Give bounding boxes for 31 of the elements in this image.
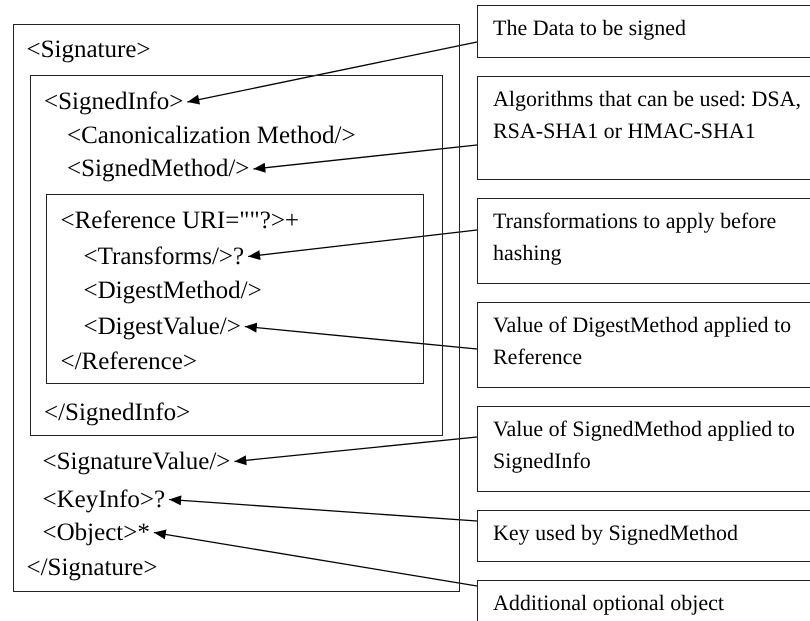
callout-box: Algorithms that can be used: DSA, RSA-SHA1 or HMAC-SHA1 <box>477 76 810 180</box>
xml-tag-text: </Reference> <box>60 346 197 376</box>
xml-tag-text: <SignedMethod/> <box>67 152 254 186</box>
xml-tag-text: <SignatureValue/> <box>42 444 234 478</box>
xml-tag-text: <KeyInfo>? <box>42 482 170 516</box>
leader-arrow <box>248 229 478 260</box>
xml-tag-text: <Reference URI=""?>+ <box>60 206 300 236</box>
signature-box <box>13 24 460 592</box>
callout-box: Transformations to apply before hashing <box>477 198 810 284</box>
xml-tag-text: <Canonicalization Method/> <box>67 121 356 151</box>
callout-box: Additional optional object <box>477 580 810 621</box>
signed-info-box <box>30 74 442 436</box>
xml-tag-text: <Object>* <box>42 516 154 550</box>
xml-tag-text: </Signature> <box>26 552 158 582</box>
callout-box: The Data to be signed <box>477 5 810 58</box>
leader-arrow <box>253 144 478 173</box>
xml-tag-text: </SignedInfo> <box>44 398 190 428</box>
xml-tag-text: <DigestValue/> <box>84 310 245 344</box>
callout-box: Value of DigestMethod applied to Reference <box>477 302 810 388</box>
reference-box <box>46 194 424 384</box>
leader-arrow <box>154 530 478 587</box>
callout-box: Key used by SignedMethod <box>477 510 810 562</box>
leader-arrow <box>169 495 478 522</box>
xml-tag-text: <DigestMethod/> <box>84 276 262 306</box>
xml-tag-text: <Signature> <box>26 34 151 64</box>
leader-arrow <box>244 322 478 350</box>
xml-tag-text: <Transforms/>? <box>84 240 248 274</box>
callout-box: Value of SignedMethod applied to SignedInfo <box>477 406 810 492</box>
xml-tag-text: <SignedInfo> <box>44 85 188 119</box>
leader-arrow <box>234 436 478 466</box>
leader-arrow <box>187 41 478 104</box>
